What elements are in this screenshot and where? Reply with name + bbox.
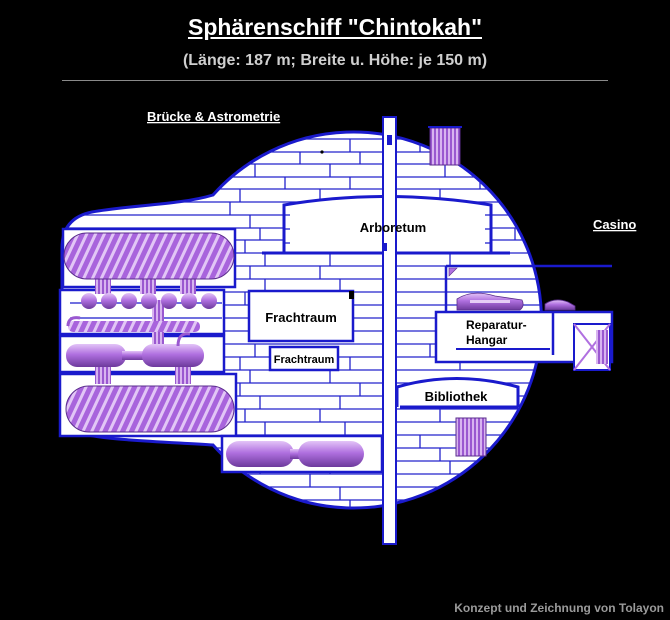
shuttle-large bbox=[456, 292, 524, 311]
fusion-coil-bottom bbox=[65, 385, 235, 433]
library-room bbox=[395, 377, 520, 457]
bridge-callout: Brücke & Astrometrie bbox=[147, 109, 280, 124]
header-divider bbox=[62, 80, 608, 81]
deck-marker bbox=[320, 150, 324, 154]
cargo-small-label: Frachtraum bbox=[274, 354, 335, 366]
shuttle-small bbox=[544, 299, 576, 311]
hangar-door-rig bbox=[573, 323, 611, 371]
spheres-row bbox=[81, 293, 217, 309]
diagram-subtitle: (Länge: 187 m; Breite u. Höhe: je 150 m) bbox=[182, 52, 488, 69]
fusion-coil-top bbox=[63, 232, 235, 280]
cargo-main-label: Frachtraum bbox=[265, 310, 337, 325]
bridge-sensor-column bbox=[428, 126, 462, 166]
credit-text: Konzept und Zeichnung von Tolayon bbox=[454, 601, 664, 615]
repair-hangar-label-line2: Hangar bbox=[466, 333, 508, 347]
fuel-tanks-middle bbox=[66, 332, 204, 367]
library-label: Bibliothek bbox=[425, 389, 489, 404]
casino-marker bbox=[571, 236, 575, 240]
casino-callout: Casino bbox=[593, 217, 636, 232]
arboretum-label: Arboretum bbox=[360, 220, 426, 235]
fuel-tanks-lower bbox=[226, 441, 364, 467]
repair-hangar bbox=[434, 264, 614, 371]
central-shaft bbox=[382, 116, 397, 545]
repair-hangar-label-line1: Reparatur- bbox=[466, 318, 527, 332]
plasma-conduit bbox=[66, 316, 200, 332]
cargo-hold-small bbox=[268, 345, 340, 372]
bridge-marker bbox=[359, 125, 363, 129]
cargo-hold-main bbox=[247, 289, 355, 343]
diagram-title: Sphärenschiff "Chintokah" bbox=[187, 14, 482, 40]
